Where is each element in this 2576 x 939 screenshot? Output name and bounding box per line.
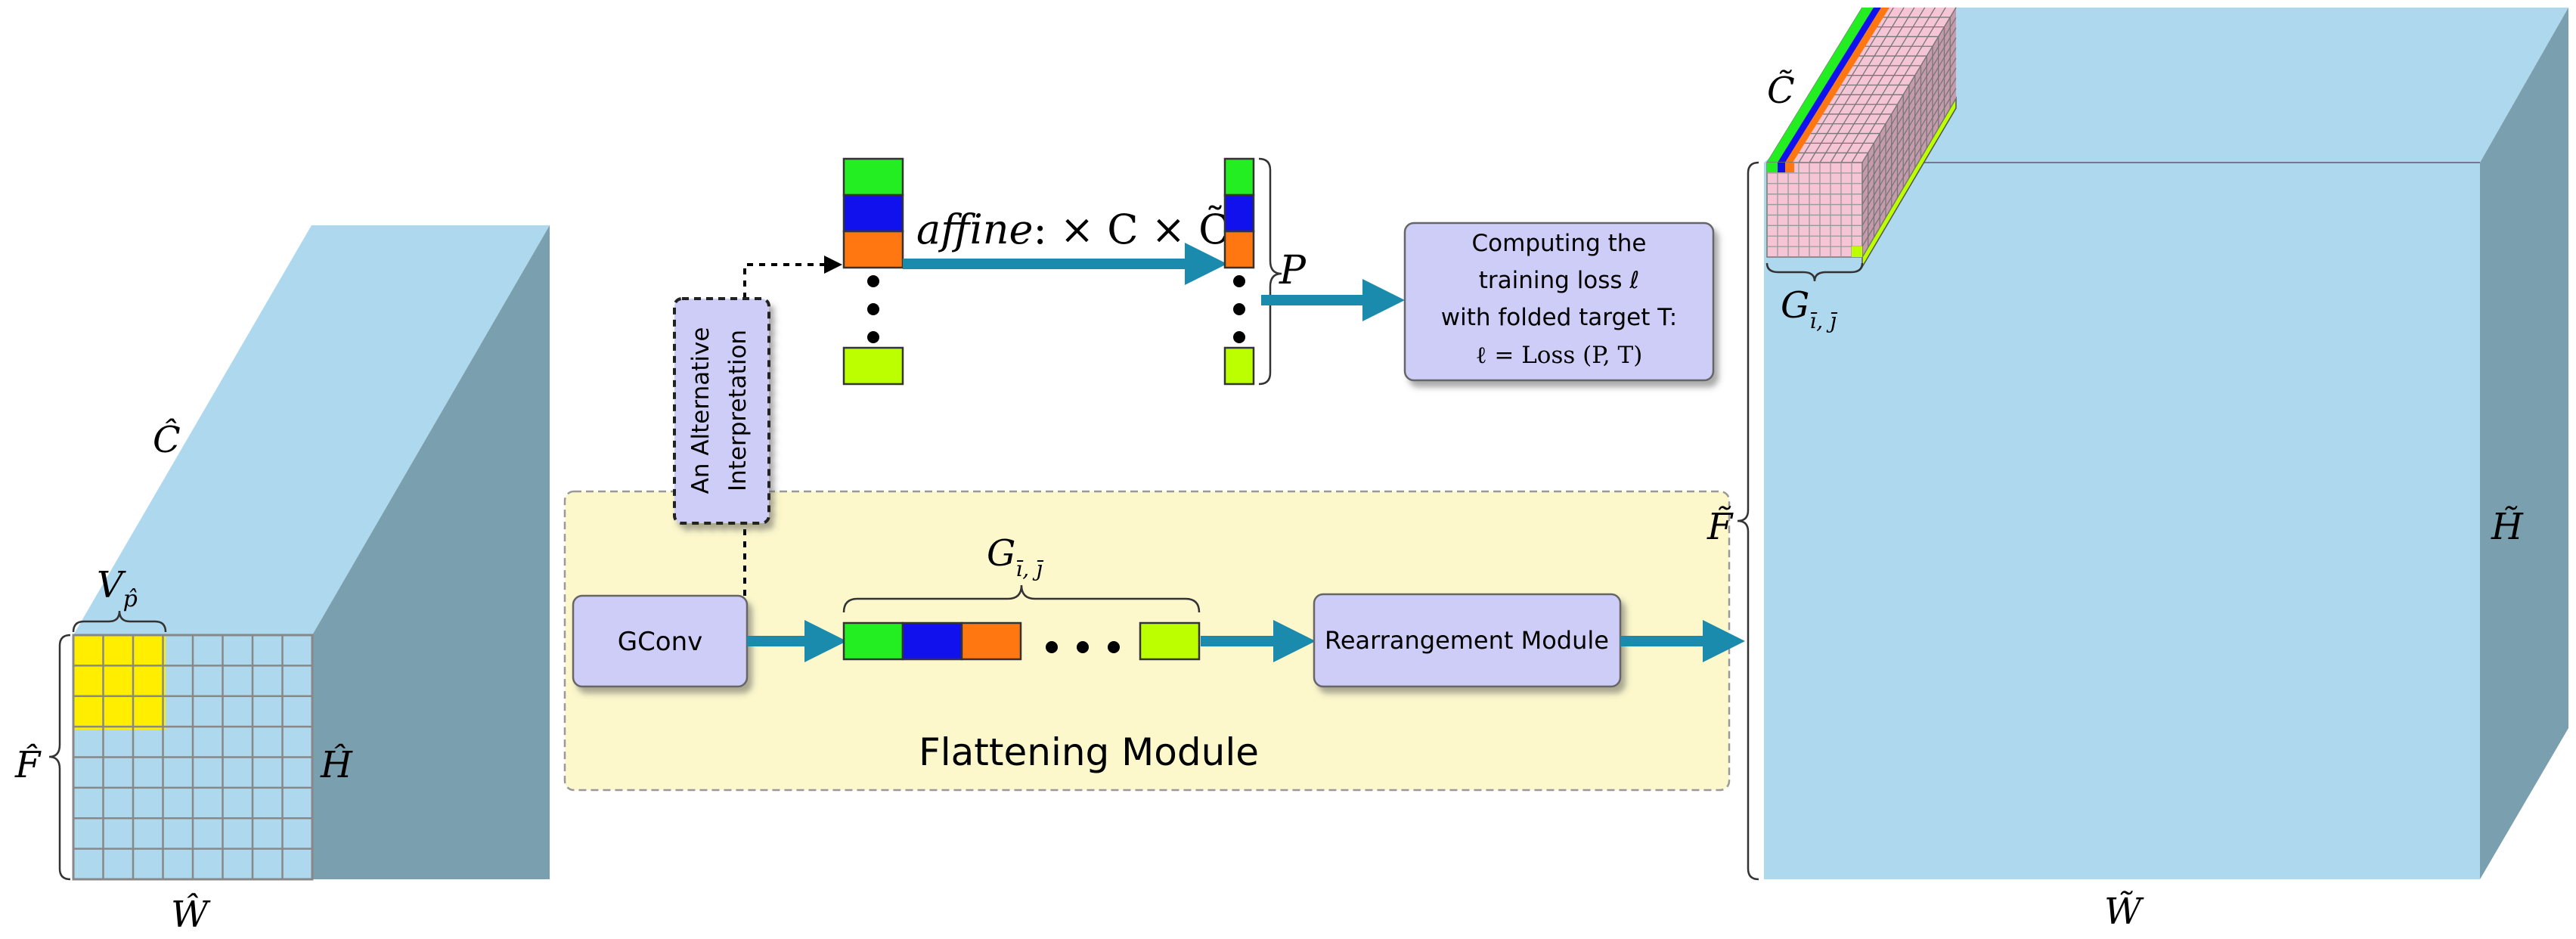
- rearrangement-module-button[interactable]: Rearrangement Module: [1313, 593, 1622, 688]
- right-tensor: C̃ Gī, j̄ F̃ H̃ W̃: [1706, 7, 2568, 933]
- loss-line2: training loss ℓ: [1479, 267, 1640, 294]
- cube-front-orange-cell: [1785, 163, 1794, 172]
- f-hat-label: F̂: [14, 742, 42, 786]
- out-ellipsis-dot: [1233, 275, 1245, 287]
- alt-dotted-connector-upper: [743, 256, 842, 299]
- patch-brace: [72, 610, 167, 633]
- out-ellipsis-dot: [1233, 331, 1245, 343]
- channel-cube: [1766, 7, 1957, 269]
- stack-cell-green: [842, 157, 904, 197]
- g-brace: [842, 584, 1201, 613]
- vector-cell-orange: [960, 621, 1022, 661]
- vector-ellipsis-dot: [1108, 641, 1120, 653]
- stack-ellipsis-dot: [867, 331, 879, 343]
- p-brace: [1258, 157, 1282, 386]
- out-cell-orange: [1223, 230, 1255, 269]
- rearrangement-module-label: Rearrangement Module: [1325, 626, 1609, 655]
- f-hat-brace: [48, 634, 71, 881]
- out-ellipsis-dot: [1233, 303, 1245, 315]
- vector-cell-lime: [1139, 621, 1201, 661]
- g-ij-label: Gī, j̄: [987, 532, 1044, 581]
- f-tilde-label: F̃: [1706, 504, 1734, 548]
- left-tensor-grid: [73, 635, 312, 879]
- h-hat-label: Ĥ: [320, 743, 353, 786]
- vector-cell-blue: [901, 621, 963, 661]
- vector-ellipsis-dot: [1077, 641, 1089, 653]
- alt-line2: Interpretation: [724, 330, 752, 491]
- left-tensor-side-face: [312, 225, 550, 879]
- loss-line3: with folded target T:: [1441, 304, 1677, 331]
- right-tensor-front-face: [1764, 163, 2480, 879]
- g-ij-right-label: Gī, j̄: [1781, 284, 1838, 333]
- alternative-interpretation-box[interactable]: An Alternative Interpretation: [673, 297, 770, 525]
- cube-band-green: [1767, 8, 1874, 163]
- cube-band-orange: [1785, 8, 1889, 163]
- w-tilde-label: W̃: [2104, 889, 2144, 933]
- c-hat-label: Ĉ: [153, 417, 181, 461]
- cube-front-green-cell: [1767, 163, 1778, 172]
- left-tensor-top-face: [73, 225, 550, 635]
- stack-ellipsis-dot: [867, 303, 879, 315]
- stack-cell-orange: [842, 230, 904, 269]
- alt-line1: An Alternative: [687, 327, 715, 494]
- affine-label: affine: × C × C̃: [916, 205, 1229, 253]
- flattening-module-title: Flattening Module: [919, 730, 1259, 774]
- w-hat-label: Ŵ: [171, 892, 211, 936]
- loss-line1: Computing the: [1472, 230, 1647, 257]
- stack-cell-blue: [842, 194, 904, 233]
- gconv-label: GConv: [618, 627, 703, 657]
- right-tensor-top-face: [1764, 8, 2568, 163]
- gconv-button[interactable]: GConv: [572, 594, 749, 688]
- flattening-module: Flattening Module GConv Gī, j̄ Rearrange…: [563, 490, 1745, 792]
- loss-line4: ℓ = Loss (P, T): [1476, 342, 1643, 369]
- output-stack: [1223, 157, 1255, 386]
- stack-ellipsis-dot: [867, 275, 879, 287]
- f-tilde-brace: [1737, 161, 1759, 881]
- c-tilde-label: C̃: [1767, 68, 1795, 112]
- cube-front-lime-cell: [1852, 246, 1862, 257]
- flattened-vector: [842, 621, 1201, 661]
- cube-front-blue-cell: [1778, 163, 1785, 172]
- input-stack: [842, 157, 904, 386]
- cube-front-grid: [1767, 163, 1862, 257]
- cube-front-face: [1766, 162, 1863, 258]
- loss-box[interactable]: Computing the training loss ℓ with folde…: [1403, 222, 1715, 382]
- left-tensor-patch: [73, 635, 166, 730]
- out-cell-green: [1223, 157, 1255, 197]
- vector-cell-green: [842, 621, 904, 661]
- stack-cell-lime: [842, 346, 904, 386]
- out-cell-lime: [1223, 346, 1255, 386]
- p-label: P: [1279, 248, 1307, 293]
- g-ij-brace-right: [1765, 262, 1864, 282]
- cube-band-blue: [1778, 8, 1881, 163]
- v-p-label: Vp̂: [97, 564, 138, 612]
- h-tilde-label: H̃: [2491, 504, 2524, 548]
- right-tensor-side-face: [2480, 8, 2568, 879]
- left-tensor: Ĉ Ĥ Ŵ F̂ Vp̂: [14, 225, 550, 936]
- cube-side-grid: [1861, 7, 1957, 258]
- out-cell-blue: [1223, 194, 1255, 233]
- vector-ellipsis-dot: [1046, 641, 1058, 653]
